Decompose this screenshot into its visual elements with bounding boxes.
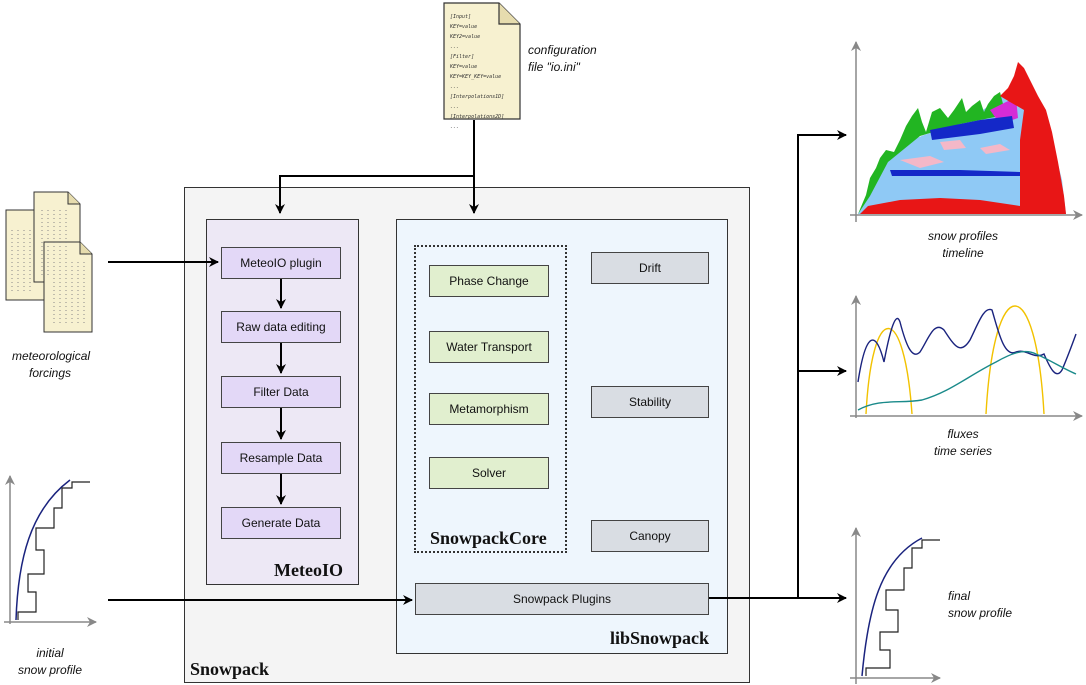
snowpackcore-title: SnowpackCore: [430, 528, 547, 548]
filter-data-box: Filter Data: [221, 376, 341, 408]
snowpackcore-container: [414, 245, 567, 553]
metamorphism-box: Metamorphism: [429, 393, 549, 425]
libsnowpack-title: libSnowpack: [610, 628, 710, 648]
meteo-forcings-caption: meteorological forcings: [12, 349, 91, 380]
final-profile-caption: final snow profile: [948, 589, 1013, 620]
forcing-doc-3: [43, 241, 93, 333]
meteoio-title: MeteoIO: [274, 560, 343, 580]
config-file-caption: configuration file "io.ini": [528, 43, 597, 74]
solver-box: Solver: [429, 457, 549, 489]
input-arrows: [108, 257, 413, 605]
initial-profile-plot: [4, 475, 97, 627]
generate-data-box: Generate Data: [221, 507, 341, 539]
output-arrows: [709, 130, 847, 603]
initial-profile-caption: initial snow profile: [17, 646, 83, 677]
phase-change-box: Phase Change: [429, 265, 549, 297]
stability-box: Stability: [591, 386, 709, 418]
raw-data-editing-box: Raw data editing: [221, 311, 341, 343]
fluxes-caption: fluxes time series: [933, 427, 992, 458]
meteo-forcings-icon: [4, 190, 104, 335]
snowpack-plugins-box: Snowpack Plugins: [415, 583, 709, 615]
snowpack-title: Snowpack: [190, 659, 270, 679]
config-arrows: [275, 120, 479, 214]
profiles-timeline-caption: snow profiles timeline: [927, 229, 999, 260]
config-file-icon: [443, 2, 521, 120]
fluxes-plot: [850, 295, 1083, 421]
final-profile-plot: [850, 527, 941, 684]
drift-box: Drift: [591, 252, 709, 284]
profiles-timeline-plot: [850, 41, 1083, 222]
config-file-lines: [Input] KEY=value KEY2=value ... [Filter…: [450, 14, 505, 130]
canopy-box: Canopy: [591, 520, 709, 552]
water-transport-box: Water Transport: [429, 331, 549, 363]
meteoio-plugin-box: MeteoIO plugin: [221, 247, 341, 279]
resample-data-box: Resample Data: [221, 442, 341, 474]
